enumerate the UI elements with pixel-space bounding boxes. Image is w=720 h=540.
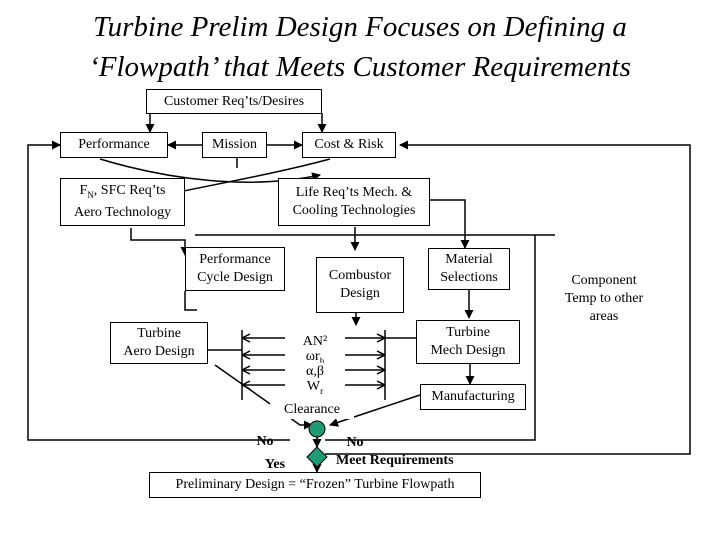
performance-box: Performance (60, 132, 168, 158)
life-requirements-box: Life Req’ts Mech. & Cooling Technologies (278, 178, 430, 226)
life-line2: Cooling Technologies (292, 203, 416, 218)
preliminary-design-box: Preliminary Design = “Frozen” Turbine Fl… (149, 472, 481, 498)
component-temp-line1: Component (571, 273, 637, 288)
material-line1: Material (445, 252, 493, 267)
performance-cycle-design-box: Performance Cycle Design (185, 247, 285, 291)
title-line-2: ‘Flowpath’ that Meets Customer Requireme… (89, 51, 631, 83)
param-wr: Wr (285, 378, 345, 400)
mission-box: Mission (202, 132, 267, 158)
decision-diamond (306, 446, 328, 468)
combustor-design-box: Combustor Design (316, 257, 404, 313)
fn-sfc-line2: Aero Technology (73, 204, 172, 220)
cost-risk-box: Cost & Risk (302, 132, 396, 158)
life-line1: Life Req’ts Mech. & (295, 185, 413, 200)
param-alpha-beta: α,β (285, 363, 345, 381)
combustor-line2: Design (340, 286, 380, 301)
mech-line2: Mech Design (430, 343, 506, 358)
turbine-mech-design-box: Turbine Mech Design (416, 320, 520, 364)
turbine-aero-design-box: Turbine Aero Design (110, 322, 208, 364)
mech-line1: Turbine (446, 325, 490, 340)
component-temp-line3: areas (589, 309, 619, 324)
combustor-line1: Combustor (328, 268, 392, 283)
material-selections-box: Material Selections (428, 248, 510, 290)
no-right-label: No (346, 435, 364, 450)
component-temp-label: Component Temp to other areas (548, 272, 660, 326)
param-clearance: Clearance (270, 401, 354, 419)
aero-line2: Aero Design (123, 344, 195, 359)
fn-sfc-requirements-box: FN, SFC Req’ts Aero Technology (60, 178, 185, 226)
no-left-label: No (256, 434, 274, 449)
aero-line1: Turbine (137, 326, 181, 341)
param-an2: AN² (285, 333, 345, 351)
component-temp-line2: Temp to other (564, 291, 644, 306)
material-line2: Selections (440, 270, 498, 285)
meet-requirements-label: Meet Requirements (336, 453, 454, 468)
decision-node-circle (308, 420, 326, 438)
fn-sfc-line1: FN, SFC Req’ts (79, 183, 166, 200)
title-line-1: Turbine Prelim Design Focuses on Definin… (93, 11, 627, 43)
manufacturing-box: Manufacturing (420, 384, 526, 410)
cycle-line1: Performance (199, 252, 271, 267)
yes-label: Yes (264, 457, 286, 472)
cycle-line2: Cycle Design (197, 270, 273, 285)
customer-requirements-box: Customer Req’ts/Desires (146, 89, 322, 114)
